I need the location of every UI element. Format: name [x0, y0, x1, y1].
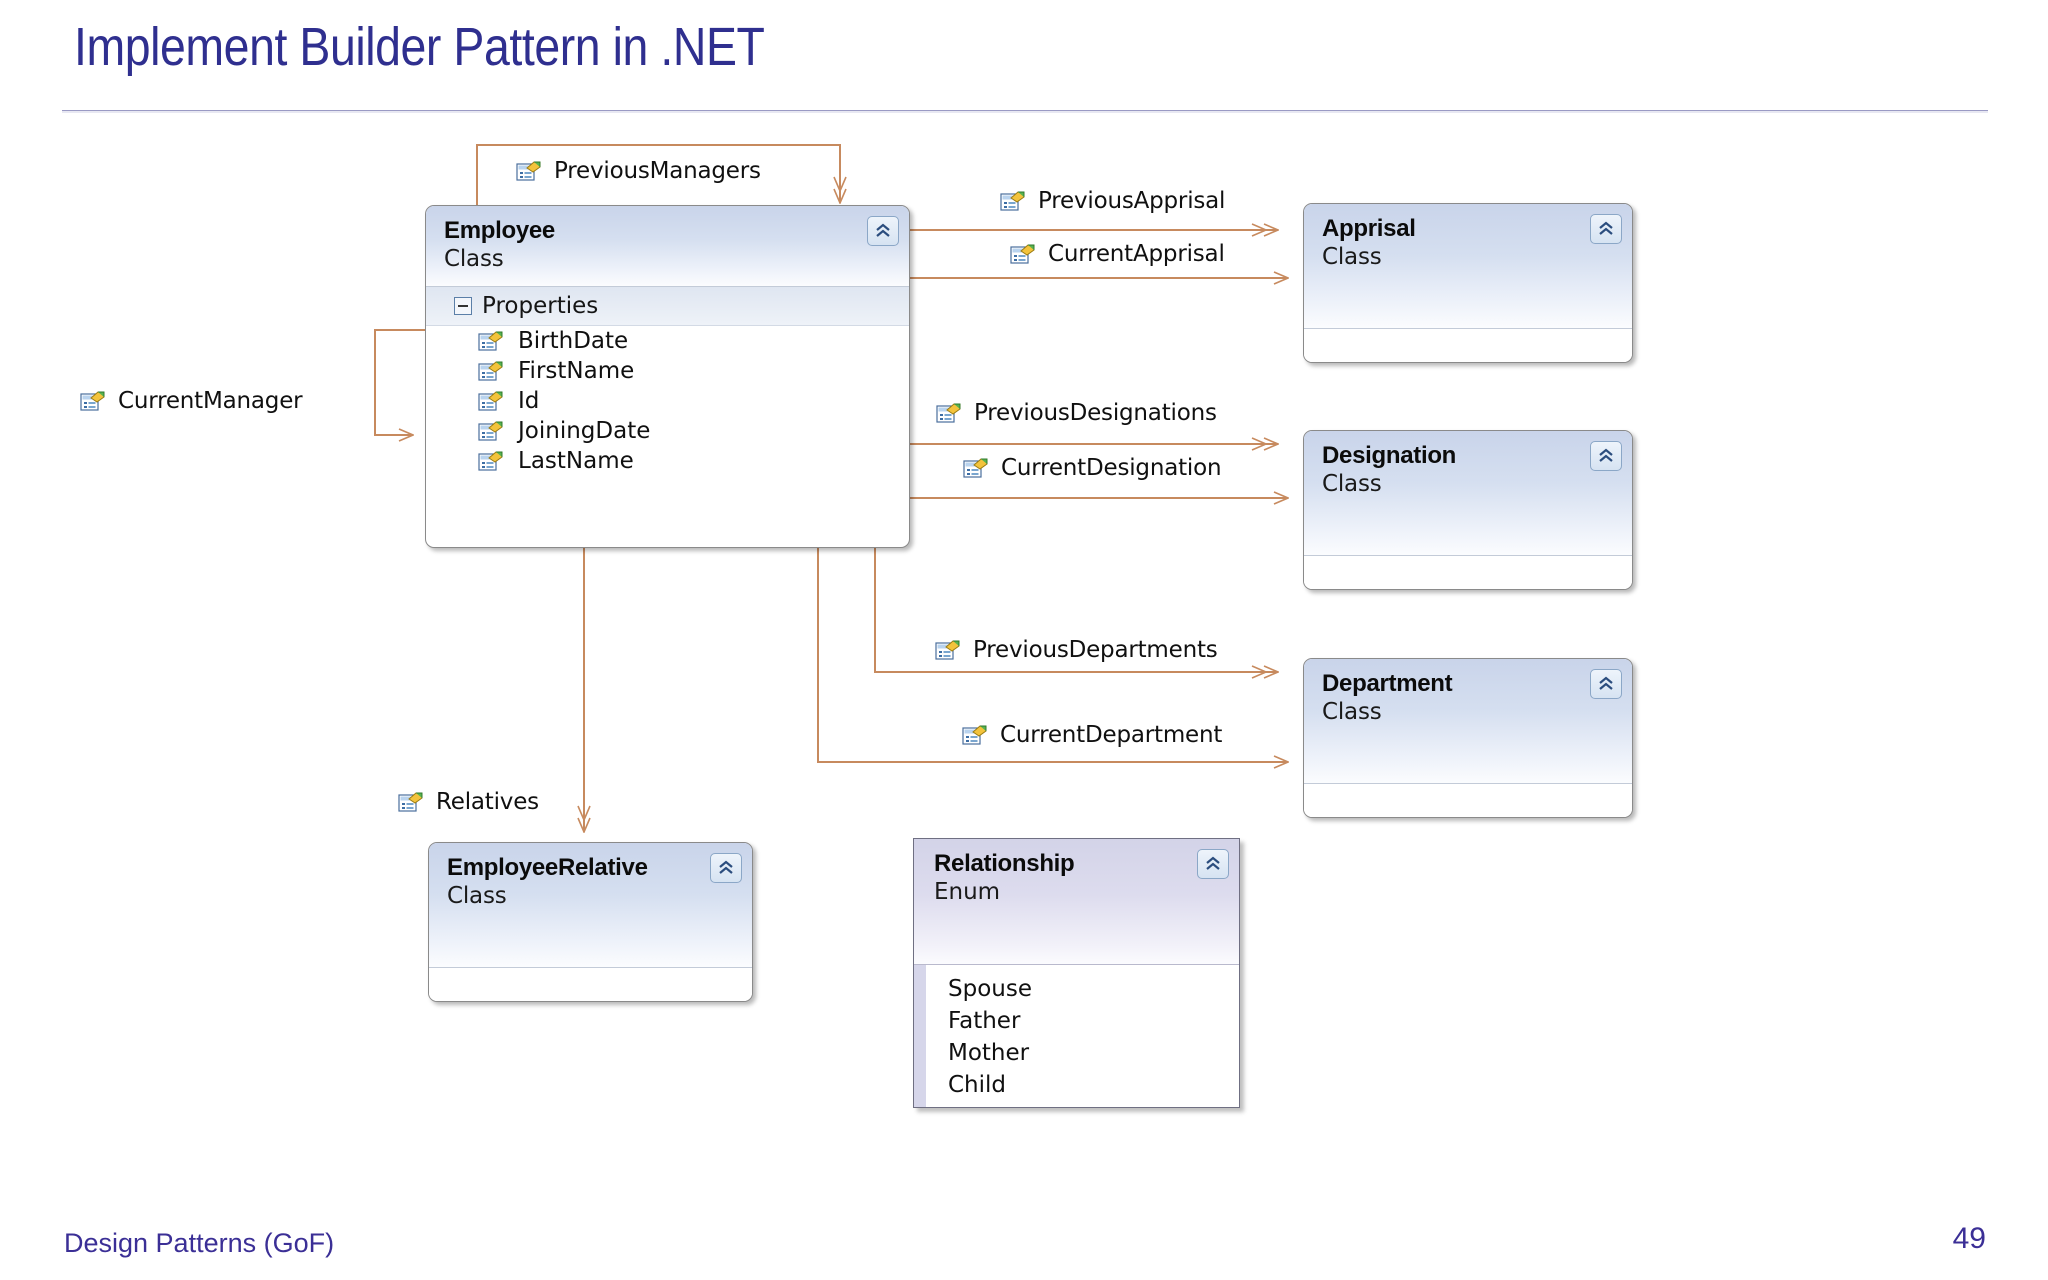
class-kind: Class — [1322, 470, 1382, 497]
class-body-department — [1304, 784, 1632, 817]
property-icon — [936, 403, 961, 423]
association-label-text: CurrentDesignation — [1001, 455, 1222, 481]
enum-kind: Enum — [934, 878, 1001, 905]
association-label-text: PreviousDesignations — [974, 400, 1217, 426]
member-label: LastName — [518, 448, 634, 475]
member-label: Id — [518, 388, 540, 415]
chevron-up-icon[interactable] — [1590, 441, 1622, 471]
class-header-designation: Designation Class — [1304, 431, 1632, 556]
page-number: 49 — [1952, 1222, 1986, 1255]
class-name: Employee — [444, 217, 555, 244]
chevron-up-icon[interactable] — [1590, 669, 1622, 699]
association-label-text: Relatives — [436, 789, 539, 815]
class-shape-employeerelative[interactable]: EmployeeRelative Class — [428, 842, 753, 1002]
class-kind: Class — [447, 882, 507, 909]
class-shape-employee[interactable]: Employee Class Properties — [425, 205, 910, 548]
class-shape-designation[interactable]: Designation Class — [1303, 430, 1633, 590]
section-label: Properties — [482, 293, 599, 320]
property-icon — [1000, 191, 1025, 211]
member-row[interactable]: Id — [426, 386, 909, 417]
enum-name: Relationship — [934, 850, 1075, 877]
property-icon — [962, 725, 987, 745]
member-row[interactable]: BirthDate — [426, 326, 909, 357]
property-icon — [478, 451, 503, 471]
class-body-apprisal — [1304, 329, 1632, 362]
enum-member[interactable]: Father — [948, 1008, 1021, 1034]
enum-shape-relationship[interactable]: Relationship Enum Spouse Father Mother C… — [913, 838, 1240, 1108]
association-label-previous-apprisal[interactable]: PreviousApprisal — [1000, 188, 1225, 214]
class-shape-apprisal[interactable]: Apprisal Class — [1303, 203, 1633, 363]
title-divider — [62, 110, 1988, 113]
enum-member[interactable]: Mother — [948, 1040, 1030, 1066]
enum-member-list: Spouse Father Mother Child — [926, 965, 1239, 1107]
property-icon — [478, 421, 503, 441]
class-body-employee: Properties BirthDate — [426, 287, 909, 477]
class-header-apprisal: Apprisal Class — [1304, 204, 1632, 329]
class-kind: Class — [1322, 243, 1382, 270]
class-header-employee: Employee Class — [426, 206, 909, 288]
association-label-previous-departments[interactable]: PreviousDepartments — [935, 637, 1218, 663]
enum-member[interactable]: Child — [948, 1072, 1007, 1098]
association-label-text: CurrentManager — [118, 388, 303, 414]
association-label-text: PreviousManagers — [554, 158, 761, 184]
enum-member[interactable]: Spouse — [948, 976, 1032, 1002]
class-header-employeerelative: EmployeeRelative Class — [429, 843, 752, 968]
association-label-current-designation[interactable]: CurrentDesignation — [963, 455, 1222, 481]
chevron-up-icon[interactable] — [1197, 849, 1229, 879]
member-row[interactable]: FirstName — [426, 356, 909, 387]
enum-header-relationship: Relationship Enum — [914, 839, 1239, 965]
chevron-up-icon[interactable] — [867, 216, 899, 246]
property-icon — [516, 161, 541, 181]
class-kind: Class — [444, 245, 504, 272]
class-body-employeerelative — [429, 968, 752, 1001]
page-title: Implement Builder Pattern in .NET — [74, 17, 765, 77]
property-icon — [963, 458, 988, 478]
association-label-previous-designations[interactable]: PreviousDesignations — [936, 400, 1217, 426]
chevron-up-icon[interactable] — [1590, 214, 1622, 244]
class-name: Designation — [1322, 442, 1457, 469]
chevron-up-icon[interactable] — [710, 853, 742, 883]
class-shape-department[interactable]: Department Class — [1303, 658, 1633, 818]
class-name: Apprisal — [1322, 215, 1416, 242]
class-name: EmployeeRelative — [447, 854, 648, 881]
association-label-previous-managers[interactable]: PreviousManagers — [516, 158, 761, 184]
association-label-text: CurrentApprisal — [1048, 241, 1225, 267]
member-label: JoiningDate — [518, 418, 651, 445]
class-header-department: Department Class — [1304, 659, 1632, 784]
class-name: Department — [1322, 670, 1453, 697]
section-properties[interactable]: Properties — [426, 287, 909, 327]
class-body-designation — [1304, 556, 1632, 589]
association-label-text: PreviousApprisal — [1038, 188, 1226, 214]
member-row[interactable]: JoiningDate — [426, 416, 909, 447]
property-icon — [1010, 244, 1035, 264]
collapse-minus-icon[interactable] — [454, 297, 472, 316]
property-icon — [478, 361, 503, 381]
class-kind: Class — [1322, 698, 1382, 725]
association-label-current-department[interactable]: CurrentDepartment — [962, 722, 1222, 748]
member-label: BirthDate — [518, 328, 629, 355]
association-label-text: CurrentDepartment — [1000, 722, 1223, 748]
association-label-current-apprisal[interactable]: CurrentApprisal — [1010, 241, 1225, 267]
member-label: FirstName — [518, 358, 635, 385]
member-row[interactable]: LastName — [426, 446, 909, 477]
property-icon — [478, 391, 503, 411]
association-label-relatives[interactable]: Relatives — [398, 789, 539, 815]
property-icon — [398, 792, 423, 812]
property-icon — [478, 331, 503, 351]
property-icon — [80, 391, 105, 411]
association-label-text: PreviousDepartments — [973, 637, 1218, 663]
footer-text: Design Patterns (GoF) — [64, 1228, 335, 1258]
enum-body-relationship: Spouse Father Mother Child — [914, 965, 1239, 1107]
association-label-current-manager[interactable]: CurrentManager — [80, 388, 303, 414]
property-icon — [935, 640, 960, 660]
connector-current-manager — [374, 329, 425, 435]
